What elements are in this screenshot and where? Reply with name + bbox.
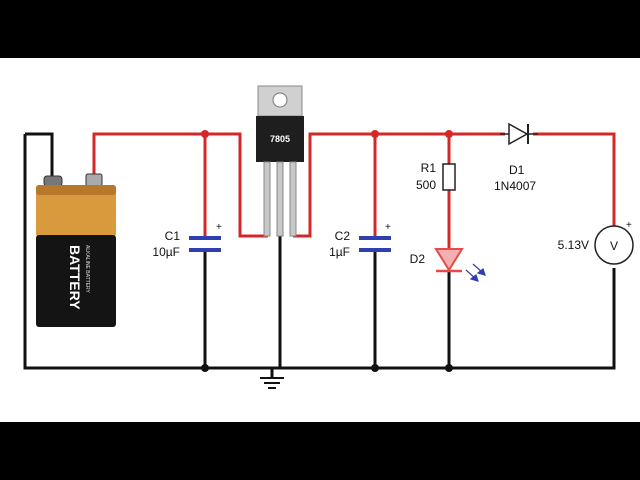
r1-body: [442, 163, 456, 191]
d1-body: [508, 122, 529, 146]
positive-wires: [92, 132, 616, 248]
ground-wires: [23, 132, 616, 389]
led-body: [434, 248, 464, 272]
r1-value: 500: [416, 178, 436, 192]
voltmeter-circle: [594, 225, 634, 265]
c2-polarity: +: [385, 222, 391, 233]
battery-body-top: [36, 185, 116, 237]
c1-name: C1: [165, 229, 181, 243]
battery: BATTERY ALKALINE BATTERY: [36, 173, 116, 327]
c1-value: 10µF: [152, 245, 180, 259]
capacitor-c2: + C2 1µF: [329, 222, 391, 259]
ground-rail: [23, 134, 616, 370]
capacitor-c1: + C1 10µF: [152, 222, 222, 259]
battery-body-bottom: [36, 235, 116, 327]
junction-c2-ground: [371, 364, 379, 372]
diode-d1: D1 1N4007: [494, 122, 538, 193]
voltmeter-reading: 5.13V: [558, 238, 589, 252]
regulator-pin-in: [263, 161, 271, 237]
r1-name: R1: [421, 161, 437, 175]
junction-c2-top: [371, 130, 379, 138]
d1-name: D1: [509, 163, 525, 177]
led-emission-arrows: [465, 263, 486, 282]
battery-pos-terminal: [85, 173, 103, 187]
battery-neg-terminal: [43, 175, 63, 187]
junction-c1-top: [201, 130, 209, 138]
regulator-pin-out: [289, 161, 297, 237]
junction-c1-ground: [201, 364, 209, 372]
c1-polarity: +: [216, 222, 222, 233]
c2-value: 1µF: [329, 245, 350, 259]
regulator-label: 7805: [270, 134, 290, 144]
regulator-body: [256, 116, 304, 162]
voltmeter-polarity: +: [626, 220, 632, 231]
resistor-r1: R1 500: [416, 161, 456, 192]
junction-r1-top: [445, 130, 453, 138]
junctions: [201, 130, 453, 372]
battery-sublabel: ALKALINE BATTERY: [84, 245, 90, 294]
battery-top-cap: [36, 185, 116, 195]
d2-name: D2: [410, 252, 426, 266]
battery-label: BATTERY: [67, 245, 83, 310]
voltmeter: V + 5.13V: [558, 220, 634, 265]
battery-pos-lead: [92, 132, 268, 238]
d1-value: 1N4007: [494, 179, 536, 193]
voltage-regulator: 7805: [256, 85, 304, 237]
regulator-out-lead: [293, 132, 616, 238]
emission-arrowhead-1: [469, 273, 479, 282]
regulator-pin-gnd: [276, 161, 284, 237]
junction-led-ground: [445, 364, 453, 372]
c2-name: C2: [335, 229, 351, 243]
led-d2: D2: [410, 248, 486, 282]
regulator-mount-hole: [272, 92, 288, 108]
voltmeter-symbol: V: [610, 239, 618, 253]
emission-arrowhead-2: [476, 267, 486, 276]
battery-neg-lead: [25, 132, 54, 178]
